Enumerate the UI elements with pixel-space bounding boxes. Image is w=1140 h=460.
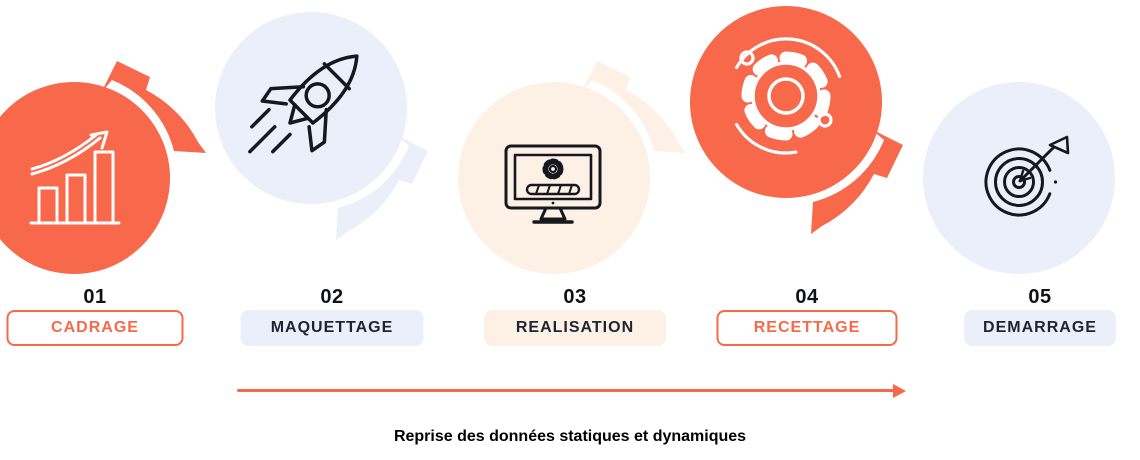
step-circle	[215, 12, 407, 204]
step-number: 01	[83, 286, 107, 308]
step-realisation: 03 REALISATION	[454, 0, 696, 460]
step-cadrage-graphic	[0, 61, 206, 274]
rocket-icon	[248, 54, 359, 154]
swoosh-arrow	[336, 135, 428, 240]
step-demarrage: 05 DEMARRAGE	[919, 0, 1140, 460]
step-label-badge: DEMARRAGE	[964, 310, 1116, 346]
timeline-caption: Reprise des données statiques et dynamiq…	[393, 428, 747, 445]
step-number: 03	[563, 286, 587, 308]
step-label-badge: RECETTAGE	[716, 310, 898, 346]
step-recettage-graphic	[690, 6, 903, 234]
target-arrow-icon	[984, 135, 1070, 217]
timeline-arrow-line	[237, 389, 895, 392]
step-recettage: 04 RECETTAGE	[686, 0, 928, 460]
swoosh-arrow	[101, 61, 206, 153]
swoosh-arrow	[581, 61, 686, 153]
step-maquettage: 02 MAQUETTAGE	[211, 0, 453, 460]
swoosh-arrow	[811, 129, 903, 234]
step-realisation-graphic	[458, 61, 686, 274]
step-cadrage: 01 CADRAGE	[0, 0, 216, 460]
monitor-gear-icon	[504, 144, 602, 224]
step-number: 02	[320, 286, 344, 308]
gear-sync-icon	[735, 37, 842, 155]
step-circle	[690, 6, 882, 198]
step-number: 05	[1028, 286, 1052, 308]
step-label-badge: MAQUETTAGE	[240, 310, 424, 346]
step-number: 04	[795, 286, 819, 308]
step-demarrage-graphic	[923, 82, 1115, 274]
step-maquettage-graphic	[215, 12, 428, 240]
bar-chart-growth-icon	[29, 130, 121, 225]
step-label-badge: REALISATION	[484, 310, 666, 346]
timeline-arrowhead-icon	[893, 384, 906, 398]
step-label-badge: CADRAGE	[6, 310, 184, 346]
